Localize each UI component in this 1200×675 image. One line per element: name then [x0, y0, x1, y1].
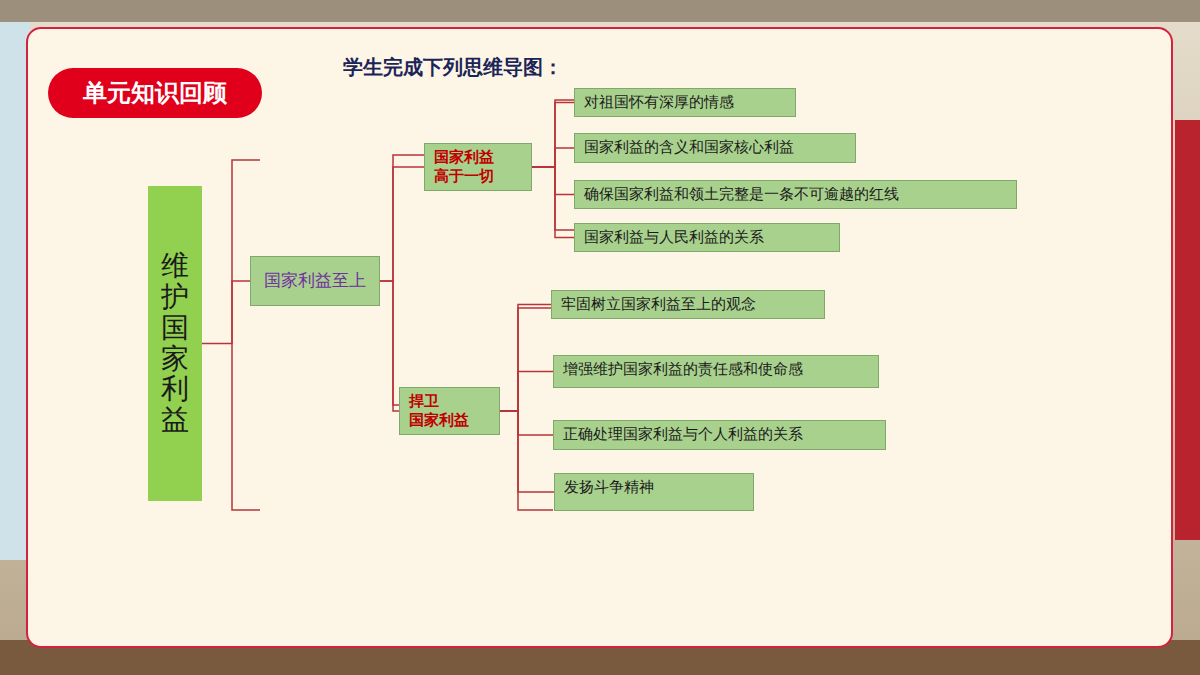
- vertical-label: 维护国家利益: [161, 251, 189, 436]
- ceiling: [0, 0, 1200, 22]
- bracket-connector: [532, 148, 574, 167]
- bracket: [232, 160, 260, 510]
- panel: [27, 28, 1172, 647]
- leaf-box: 国家利益的含义和国家核心利益: [574, 133, 856, 163]
- node-label: 单元知识回顾: [83, 78, 227, 108]
- bracket-connector: [500, 411, 554, 492]
- leaf-box: 对祖国怀有深厚的情感: [574, 88, 796, 117]
- window: [0, 0, 30, 560]
- curtain: [1175, 120, 1200, 540]
- bracket-connector: [532, 167, 574, 195]
- node-label: 发扬斗争精神: [564, 478, 654, 497]
- bracket-connector: [380, 281, 399, 411]
- topic-box: 国家利益至上: [250, 256, 380, 306]
- node-label: 增强维护国家利益的责任感和使命感: [563, 360, 803, 379]
- bracket: [555, 100, 574, 230]
- leaf-box: 正确处理国家利益与个人利益的关系: [553, 420, 886, 450]
- node-label: 牢固树立国家利益至上的观念: [561, 295, 756, 314]
- node-label: 捍卫 国家利益: [409, 392, 475, 430]
- section-pill: 单元知识回顾: [48, 68, 262, 118]
- node-label: 国家利益的含义和国家核心利益: [584, 138, 794, 157]
- subtopic-box: 捍卫 国家利益: [399, 387, 500, 435]
- leaf-box: 确保国家利益和领土完整是一条不可逾越的红线: [574, 180, 1017, 209]
- root-box: 维护国家利益: [148, 186, 202, 501]
- leaf-box: 牢固树立国家利益至上的观念: [551, 290, 825, 319]
- bracket: [393, 155, 424, 405]
- bracket-connector: [532, 167, 574, 238]
- leaf-box: 发扬斗争精神: [554, 473, 754, 511]
- bracket-connector: [380, 167, 424, 281]
- bracket-connector: [500, 411, 553, 435]
- node-label: 国家利益 高于一切: [434, 148, 500, 186]
- node-label: 确保国家利益和领土完整是一条不可逾越的红线: [584, 185, 899, 204]
- leaf-box: 增强维护国家利益的责任感和使命感: [553, 355, 879, 388]
- leaf-box: 国家利益与人民利益的关系: [574, 223, 840, 252]
- bracket-connector: [500, 372, 553, 412]
- bracket-connector: [202, 281, 250, 344]
- node-label: 对祖国怀有深厚的情感: [584, 93, 734, 112]
- node-label: 正确处理国家利益与个人利益的关系: [563, 425, 803, 444]
- bracket-connector: [532, 103, 574, 168]
- node-label: 国家利益至上: [264, 270, 366, 291]
- bracket: [518, 308, 553, 510]
- bracket-connector: [500, 305, 551, 412]
- heading: 学生完成下列思维导图：: [343, 54, 563, 81]
- node-label: 国家利益与人民利益的关系: [584, 228, 764, 247]
- subtopic-box: 国家利益 高于一切: [424, 143, 532, 191]
